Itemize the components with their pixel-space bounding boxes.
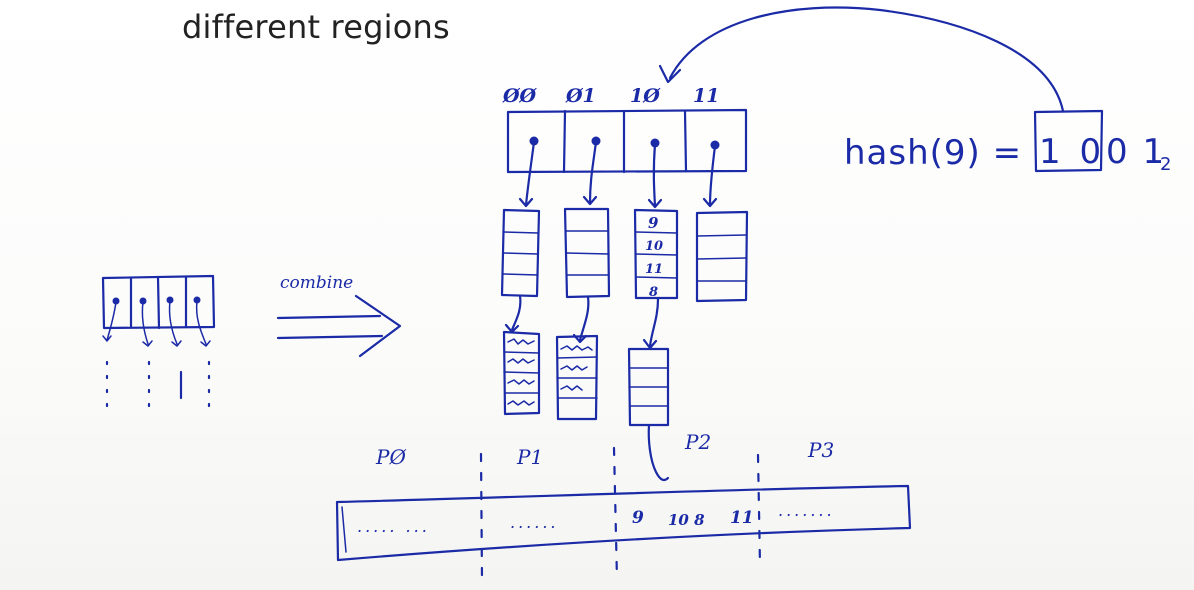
partition-p2-entry-10-8: 10 8 xyxy=(668,511,705,529)
highlight-box xyxy=(1033,109,1104,173)
hash-expression-prefix: hash(9) = xyxy=(844,133,1022,173)
main-hash-table: ØØ Ø1 1Ø 11 xyxy=(502,85,748,209)
bucket-entry-9: 9 xyxy=(648,214,659,232)
hash-rest-bits: 0 1 xyxy=(1106,132,1166,172)
bucket-label-3: 11 xyxy=(693,85,719,107)
slide-heading-fragment: different regions xyxy=(182,8,450,46)
small-hash-table xyxy=(101,274,216,420)
bucket-label-0: ØØ xyxy=(502,85,538,107)
partition-p0-contents: ..... ... xyxy=(357,517,430,536)
partition-p1-contents: ...... xyxy=(510,513,559,532)
bucket-to-partition-arrow xyxy=(647,423,670,482)
level1-buckets: 9 10 11 8 xyxy=(500,207,749,303)
hash-base-subscript: 2 xyxy=(1160,154,1171,175)
partition-label-p0: PØ xyxy=(375,445,406,469)
curved-arrow xyxy=(668,6,1065,113)
combine-arrow: combine xyxy=(276,273,402,358)
hash-boxed-bits: 1 0 xyxy=(1039,132,1105,172)
partitions: PØ P1 P2 P3 ..... ... ...... 9 10 8 11 .… xyxy=(335,430,912,582)
partition-p3-contents: ....... xyxy=(778,501,835,520)
partition-strip xyxy=(335,484,912,562)
bucket-entry-11: 11 xyxy=(645,262,663,277)
partition-label-p3: P3 xyxy=(807,438,834,462)
combine-label: combine xyxy=(280,273,353,293)
level2-buckets xyxy=(502,330,670,427)
partition-p2-entry-9: 9 xyxy=(632,508,644,528)
partition-label-p1: P1 xyxy=(516,445,543,469)
partition-p2-entry-11: 11 xyxy=(730,508,754,528)
bucket-label-2: 1Ø xyxy=(630,85,661,107)
bucket-entry-8: 8 xyxy=(649,285,658,300)
hash-expression: hash(9) = 1 0 0 1 2 xyxy=(658,6,1171,175)
chain-pointers xyxy=(504,294,660,350)
partition-label-p2: P2 xyxy=(684,430,711,454)
bucket-entry-10: 10 xyxy=(645,239,663,254)
bucket-label-1: Ø1 xyxy=(565,85,596,107)
